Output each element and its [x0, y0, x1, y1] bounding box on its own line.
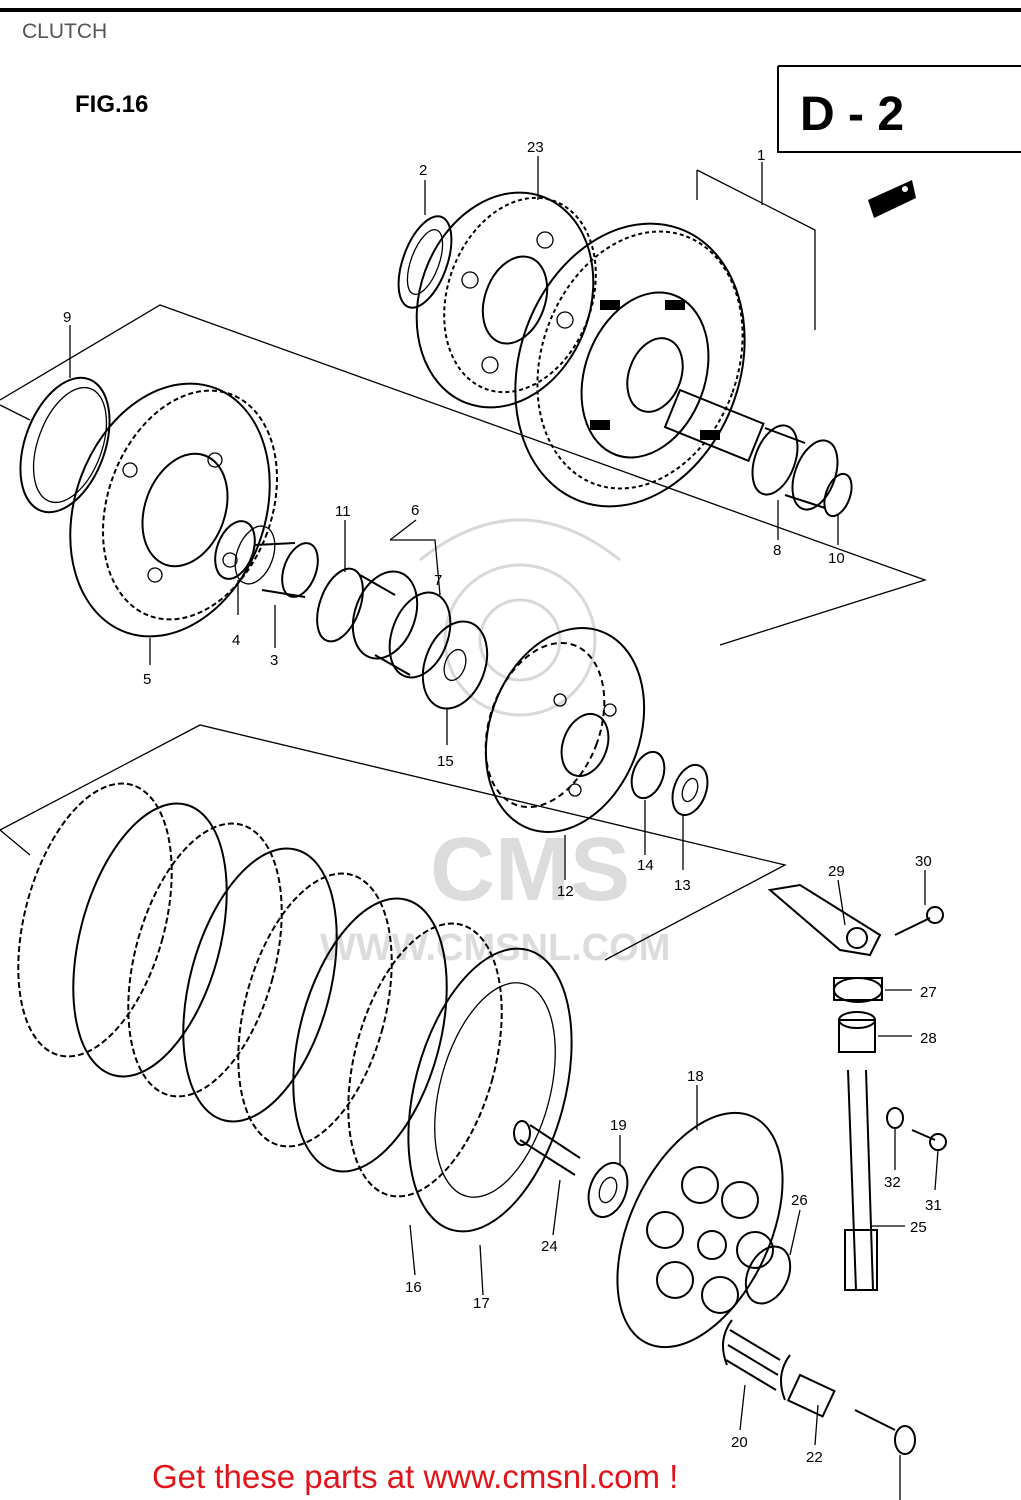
callout-10: 10: [828, 550, 845, 567]
callout-28: 28: [920, 1030, 937, 1047]
page-code: D - 2: [800, 88, 904, 141]
part-26-washer: [744, 1245, 792, 1305]
callout-6: 6: [411, 502, 419, 519]
part-23-gear: [415, 191, 597, 409]
callout-11: 11: [335, 503, 351, 520]
callout-3: 3: [270, 652, 278, 669]
part-5-clutch-housing: [69, 382, 278, 638]
section-title: CLUTCH: [22, 20, 107, 43]
part-20-clutch-spring: [722, 1319, 791, 1401]
callout-20: 20: [731, 1434, 748, 1451]
callout-4: 4: [232, 632, 240, 649]
callout-15: 15: [437, 753, 454, 770]
part-6-7-sleeve-hub: [351, 570, 452, 679]
part-28-bushing: [838, 1011, 876, 1053]
part-9-seal-ring: [19, 376, 111, 514]
page-code-box: D - 2: [777, 65, 1021, 153]
small-part-sketch: [868, 180, 916, 218]
callout-32: 32: [884, 1174, 901, 1191]
watermark-logo: CMS: [430, 820, 630, 920]
callout-14: 14: [637, 857, 654, 874]
callout-24: 24: [541, 1238, 558, 1255]
part-25-release-shaft: [844, 1069, 878, 1291]
callout-19: 19: [610, 1117, 627, 1134]
part-2-thrust-washer: [397, 215, 453, 309]
part-16-17-plate-stack: [17, 782, 573, 1233]
part-1-primary-driven-gear: [514, 222, 765, 508]
callout-9: 9: [63, 309, 71, 326]
callout-8: 8: [773, 542, 781, 559]
part-8-needle-bearing: [751, 424, 839, 511]
callout-16: 16: [405, 1279, 422, 1296]
part-4-needle-bearing: [214, 520, 276, 585]
part-3-spacer: [254, 542, 319, 598]
figure-label: FIG.16: [75, 91, 148, 118]
callout-12: 12: [557, 883, 574, 900]
part-22-bolt: [786, 1373, 916, 1455]
callout-2: 2: [419, 162, 427, 179]
part-31-32-screw-washer: [886, 1107, 947, 1151]
part-29-release-arm: [767, 883, 882, 957]
part-15-thrust-washer: [421, 620, 489, 710]
group-frame-3: [0, 724, 787, 961]
callout-23: 23: [527, 139, 544, 156]
callout-25: 25: [910, 1219, 927, 1236]
callout-17: 17: [473, 1295, 490, 1312]
part-11-circlip: [316, 567, 364, 643]
callout-18: 18: [687, 1068, 704, 1085]
part-13-nut: [671, 763, 709, 817]
callout-22: 22: [806, 1449, 823, 1466]
part-12-clutch-hub: [484, 627, 646, 833]
group-frame-2: [0, 304, 928, 646]
callout-29: 29: [828, 863, 845, 880]
part-10-o-ring: [823, 472, 853, 518]
callout-7: 7: [434, 572, 442, 589]
group-frame-1: [696, 169, 816, 330]
part-19-bearing: [587, 1161, 629, 1219]
callout-26: 26: [791, 1192, 808, 1209]
part-27-oil-seal: [833, 977, 883, 1003]
callout-5: 5: [143, 671, 151, 688]
part-14-lock-washer: [630, 750, 666, 800]
callout-13: 13: [674, 877, 691, 894]
cms-watermark: CMS WWW.CMSNL.COM: [320, 518, 670, 969]
callout-31: 31: [925, 1197, 942, 1214]
leader-lines: [69, 156, 939, 1500]
part-18-pressure-plate: [616, 1111, 784, 1349]
callout-30: 30: [915, 853, 932, 870]
callout-labels: 1 2 3 4 5 6 7 8 9 10 11 12 13 14 15 16 1…: [63, 139, 942, 1466]
callout-1: 1: [757, 147, 765, 164]
part-24-push-piece: [513, 1120, 581, 1176]
part-30-bolt: [894, 906, 944, 936]
cta-link[interactable]: Get these parts at www.cmsnl.com !: [152, 1458, 678, 1495]
callout-27: 27: [920, 984, 937, 1001]
